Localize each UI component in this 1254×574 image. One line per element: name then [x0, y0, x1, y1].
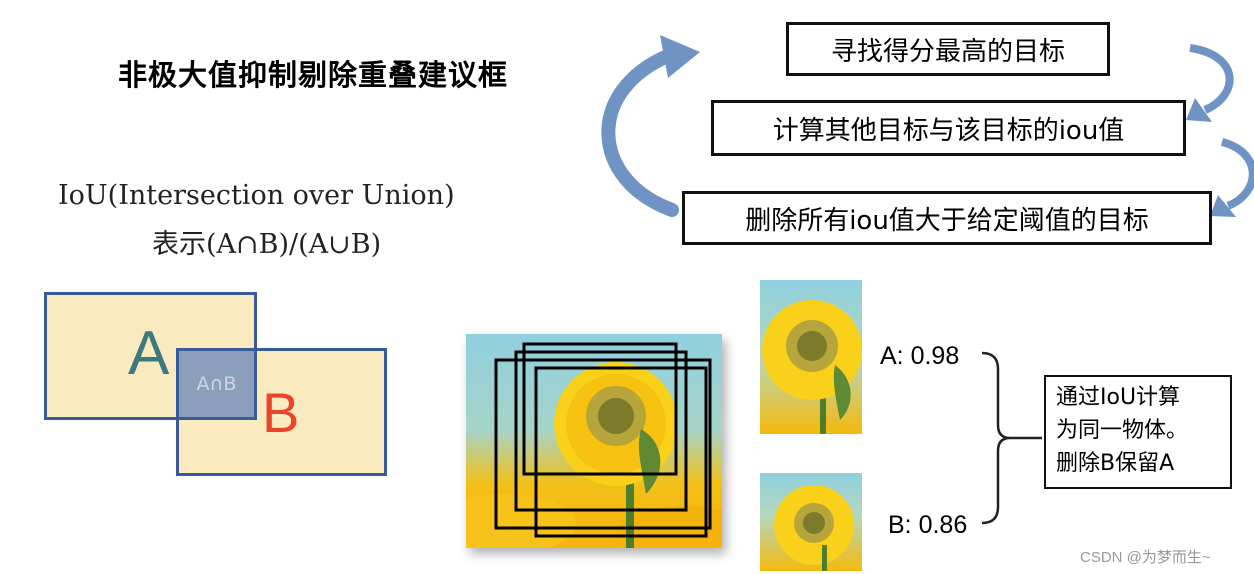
intersection-rect: A∩B — [176, 348, 257, 420]
bracket-connector — [981, 351, 1042, 525]
note-line-2: 为同一物体。 — [1056, 418, 1189, 443]
step-1-label: 寻找得分最高的目标 — [830, 36, 1065, 67]
conclusion-note: 通过IoU计算 为同一物体。 删除B保留A — [1044, 375, 1232, 489]
candidate-a-score: A: 0.98 — [880, 342, 960, 370]
loop-back-arrow — [601, 48, 679, 217]
step-1-box: 寻找得分最高的目标 — [786, 22, 1110, 76]
box-b-label: B — [262, 381, 300, 444]
diagram-title: 非极大值抑制剔除重叠建议框 — [118, 58, 509, 92]
csdn-watermark: CSDN @为梦而生~ — [1080, 549, 1211, 566]
iou-definition-line-2: 表示(A∩B)/(A∪B) — [152, 229, 382, 260]
step2-to-step3-arrowhead — [1210, 195, 1236, 217]
candidate-a-image — [760, 280, 862, 434]
proposal-boxes — [494, 342, 712, 538]
step1-to-step2-arrow — [1189, 44, 1234, 114]
step-3-box: 删除所有iou值大于给定阈值的目标 — [682, 191, 1212, 245]
sunflower-image-with-proposals — [466, 334, 722, 548]
candidate-b-image — [760, 473, 862, 571]
intersection-label: A∩B — [196, 373, 237, 395]
box-a-label: A — [128, 319, 170, 388]
note-line-3: 删除B保留A — [1056, 451, 1175, 476]
step-2-label: 计算其他目标与该目标的iou值 — [772, 115, 1125, 146]
candidate-b-score: B: 0.86 — [888, 511, 968, 539]
note-line-1: 通过IoU计算 — [1056, 385, 1181, 410]
step-3-label: 删除所有iou值大于给定阈值的目标 — [745, 205, 1149, 236]
step2-to-step3-arrow — [1220, 138, 1254, 210]
iou-definition-line-1: IoU(Intersection over Union) — [58, 180, 455, 211]
loop-back-arrowhead — [660, 35, 700, 78]
step-2-box: 计算其他目标与该目标的iou值 — [711, 100, 1186, 156]
step1-to-step2-arrowhead — [1186, 98, 1212, 122]
